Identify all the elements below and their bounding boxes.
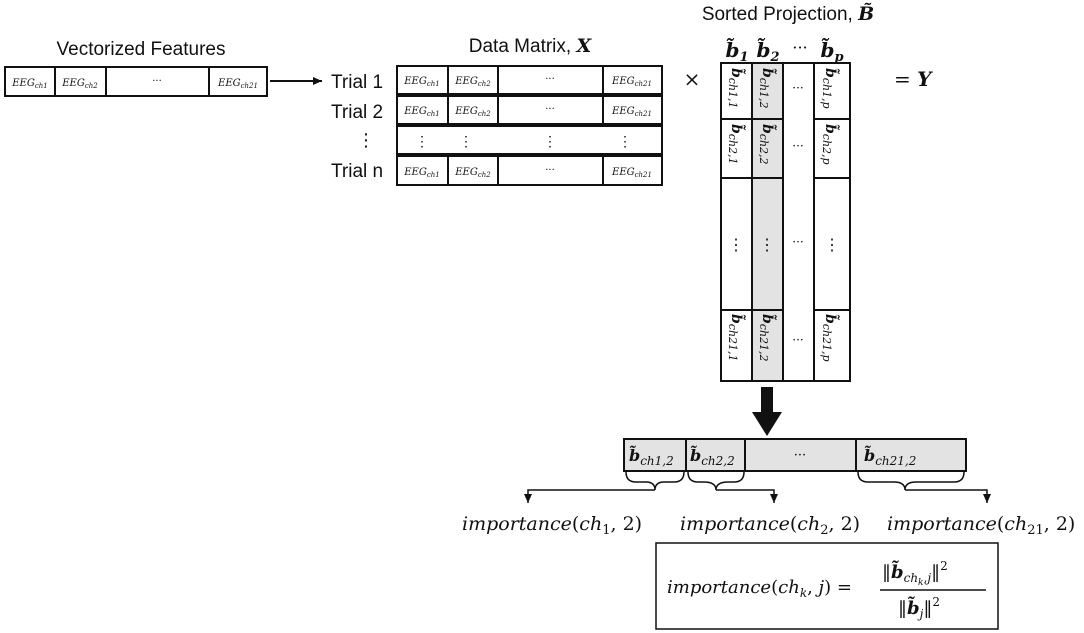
header-b2: b̃2 <box>756 37 779 65</box>
down-arrow-icon <box>752 387 782 436</box>
element-braces <box>625 471 965 491</box>
matrix-r2-ch2: EEGch2 <box>454 106 491 118</box>
matrix-r2-ch21: EEGch21 <box>611 106 652 118</box>
feature-eeg-ch1: EEGch1 <box>11 78 47 90</box>
equals-y: = Y <box>894 67 933 91</box>
trial-1-label: Trial 1 <box>331 72 383 93</box>
cell-vdots-2: ⋮ <box>759 235 775 254</box>
matrix-r3-vdots-4: ⋮ <box>618 134 632 150</box>
matrix-r1-ch2: EEGch2 <box>454 76 491 88</box>
col-hdots-1: ··· <box>792 81 803 95</box>
matrix-rn-ch2: EEGch2 <box>454 167 491 179</box>
importance-ch1: importance(ch1, 2) <box>462 513 642 538</box>
cell-b-ch2-p: b̃ch2,p <box>820 124 842 165</box>
cell-vdots-p: ⋮ <box>824 235 840 254</box>
cell-vdots-1: ⋮ <box>728 235 744 254</box>
bar-b-ch21-2: b̃ch21,2 <box>864 444 916 468</box>
feature-vector: EEGch1 EEGch2 ··· EEGch21 <box>4 66 268 97</box>
cell-b-ch1-1: b̃ch1,1 <box>726 68 748 109</box>
matrix-r3-vdots-2: ⋮ <box>459 134 473 150</box>
bar-b-ch1-2: b̃ch1,2 <box>629 444 674 468</box>
header-hdots: ··· <box>792 38 807 57</box>
matrix-rn-ellipsis: ··· <box>545 165 555 176</box>
feature-ellipsis: ··· <box>152 76 162 87</box>
formula-denominator: ‖b̃j‖2 <box>898 595 940 621</box>
formula-lhs: importance(chk, j) = <box>667 577 852 600</box>
cell-b-ch1-2: b̃ch1,2 <box>757 68 779 109</box>
bar-b-ch2-2: b̃ch2,2 <box>690 444 735 468</box>
matrix-rn-ch21: EEGch21 <box>611 167 652 179</box>
projection-matrix: b̃ch1,1 b̃ch1,2 b̃ch1,p b̃ch2,1 b̃ch2,2 … <box>720 62 851 382</box>
cell-b-ch1-p: b̃ch1,p <box>820 68 842 109</box>
formula-numerator: ‖b̃chk,j‖2 <box>882 559 948 588</box>
cell-b-ch2-2: b̃ch2,2 <box>757 124 779 165</box>
selected-column-bar: b̃ch1,2 b̃ch2,2 ··· b̃ch21,2 <box>623 438 967 472</box>
col-hdots-3: ··· <box>792 235 803 249</box>
trial-labels: Trial 1 Trial 2 ⋮ Trial n <box>331 72 383 182</box>
cell-b-ch21-1: b̃ch21,1 <box>726 314 748 362</box>
bar-ellipsis: ··· <box>794 448 806 463</box>
importance-formula: importance(chk, j) = ‖b̃chk,j‖2 ‖b̃j‖2 <box>655 542 999 630</box>
col-hdots-4: ··· <box>792 333 803 347</box>
multiply-sign: × <box>684 67 701 91</box>
feature-eeg-ch21: EEGch21 <box>217 78 258 90</box>
matrix-r3-vdots-1: ⋮ <box>415 134 429 150</box>
header-bp: b̃p <box>820 37 843 65</box>
header-b1: b̃1 <box>725 37 748 65</box>
sorted-projection-title: Sorted Projection, B̃ <box>702 3 874 25</box>
feature-eeg-ch2: EEGch2 <box>61 78 98 90</box>
cell-b-ch21-2: b̃ch21,2 <box>757 314 779 362</box>
matrix-r2-ellipsis: ··· <box>545 104 555 115</box>
importance-ch21: importance(ch21, 2) <box>887 513 1075 538</box>
matrix-r3-vdots-3: ⋮ <box>543 134 557 150</box>
matrix-r2-ch1: EEGch1 <box>403 106 439 118</box>
data-matrix: EEGch1 EEGch2 ··· EEGch21 EEGch1 EEGch2 … <box>396 65 663 186</box>
trial-2-label: Trial 2 <box>331 102 383 123</box>
col-hdots-2: ··· <box>792 139 803 153</box>
matrix-rn-ch1: EEGch1 <box>403 167 439 179</box>
projection-column-headers: b̃1 b̃2 ··· b̃p <box>725 37 843 65</box>
cell-b-ch2-1: b̃ch2,1 <box>726 124 748 165</box>
matrix-r1-ch21: EEGch21 <box>611 76 652 88</box>
importance-arrows <box>524 489 991 503</box>
trial-n-label: Trial n <box>331 161 383 182</box>
cell-b-ch21-p: b̃ch21,p <box>820 314 842 362</box>
importance-ch2: importance(ch2, 2) <box>680 513 860 538</box>
trial-vdots: ⋮ <box>357 130 375 150</box>
vectorized-features-title: Vectorized Features <box>57 39 226 60</box>
data-matrix-title: Data Matrix, X <box>469 35 593 57</box>
matrix-r1-ch1: EEGch1 <box>403 76 439 88</box>
matrix-r1-ellipsis: ··· <box>545 74 555 85</box>
